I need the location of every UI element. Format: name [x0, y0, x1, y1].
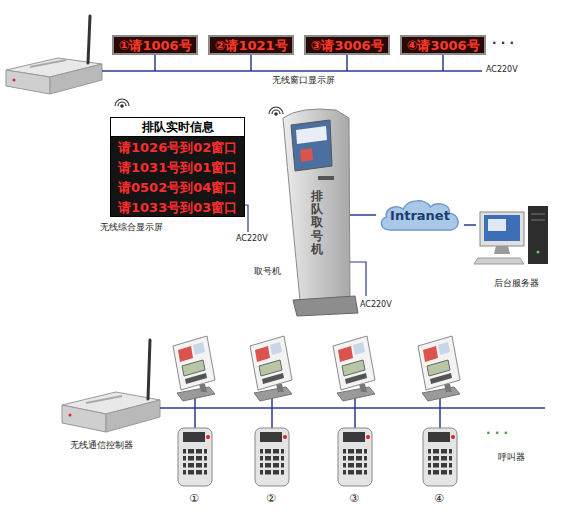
- antenna: [148, 340, 150, 399]
- monitor-screen: [484, 215, 520, 241]
- caller-device: [338, 428, 372, 486]
- callout-number: ②: [266, 492, 276, 505]
- controller-led: [13, 79, 16, 82]
- wifi-dot: [120, 104, 124, 108]
- caller-device: [178, 428, 212, 486]
- callout-number: ③: [349, 492, 359, 505]
- window-display: ④请3006号: [400, 35, 486, 55]
- kiosk-screen-panel: [296, 126, 327, 144]
- tower-slot: [531, 220, 545, 221]
- wifi-arc: [118, 102, 126, 106]
- server-illustration: [474, 206, 548, 264]
- board-row: 请1033号到03窗口: [111, 197, 244, 217]
- kiosk-label: 排队取号机: [311, 190, 323, 256]
- wifi-icon: [115, 99, 129, 108]
- controller-front: [62, 405, 106, 432]
- annotation-label: · · ·: [486, 426, 508, 440]
- annotation-label: 无线窗口显示屏: [272, 75, 335, 86]
- kiosk-screen-button: [300, 148, 313, 162]
- annotation-label: 呼叫器: [498, 452, 525, 463]
- server-tower: [528, 206, 548, 264]
- annotation-label: AC220V: [236, 234, 268, 244]
- monitor-stand: [494, 246, 510, 254]
- callout-number: ①: [189, 492, 199, 505]
- window-display: ②请1021号: [208, 35, 294, 55]
- wifi-arc: [115, 99, 129, 106]
- bus-line: [102, 70, 482, 72]
- evaluator-device: [173, 336, 215, 428]
- evaluator-device: [333, 336, 375, 428]
- caller-device: [255, 428, 289, 486]
- board-heading: 排队实时信息: [111, 118, 244, 137]
- board-row: 请1031号到01窗口: [111, 157, 244, 177]
- bus-line: [160, 407, 545, 409]
- kiosk-screen: [291, 120, 332, 171]
- annotation-label: 无线综合显示屏: [100, 222, 163, 233]
- annotation-label: AC220V: [486, 65, 518, 75]
- network-label: Intranet: [390, 196, 450, 236]
- display-text: ④请3006号: [406, 38, 479, 54]
- caller-device: [423, 428, 457, 486]
- kiosk-body: [283, 109, 350, 300]
- ticket-kiosk: 排队取号机: [283, 110, 350, 300]
- keyboard: [474, 258, 524, 264]
- display-text: ①请1006号: [118, 38, 191, 54]
- drop-line: [154, 55, 156, 71]
- wifi-arc: [272, 110, 280, 114]
- wifi-arc: [269, 107, 283, 114]
- tower-led: [537, 251, 540, 254]
- annotation-label: · · ·: [492, 36, 514, 50]
- monitor-window: [488, 219, 506, 231]
- network-cloud: Intranet: [376, 196, 464, 236]
- server-computer: 后台服务器: [476, 205, 556, 290]
- annotation-label: 取号机: [254, 266, 281, 277]
- annotation-label: 无线通信控制器: [70, 440, 133, 451]
- board-row: 请0502号到04窗口: [111, 177, 244, 197]
- wireless-controller: [6, 16, 102, 94]
- display-text: ③请3006号: [310, 38, 383, 54]
- kiosk-base: [293, 296, 358, 316]
- controller-marking: [30, 60, 66, 67]
- wifi-icon: [269, 107, 283, 116]
- queue-message: 请1026号到02窗口: [118, 138, 237, 158]
- annotation-label: AC220V: [360, 300, 392, 310]
- controller-marking: [86, 396, 122, 403]
- antenna: [88, 16, 90, 63]
- wireless-controller: [62, 340, 160, 432]
- evaluator-device: [418, 336, 460, 428]
- kiosk-illustration: [283, 109, 366, 316]
- window-display: ③请3006号: [304, 35, 390, 55]
- queue-message: 请1033号到03窗口: [118, 198, 237, 218]
- drop-line: [346, 55, 348, 71]
- window-display: ①请1006号: [112, 35, 198, 55]
- power-cord: [350, 262, 366, 296]
- callout-number: ④: [434, 492, 444, 505]
- monitor-bezel: [480, 212, 524, 246]
- queue-message: 请0502号到04窗口: [118, 178, 237, 198]
- queue-message: 请1031号到01窗口: [118, 158, 237, 178]
- tower-slot: [531, 214, 545, 215]
- drop-line: [250, 55, 252, 71]
- controller-led: [69, 414, 72, 417]
- ticket-slot: [318, 176, 334, 180]
- info-board: 排队实时信息请1026号到02窗口请1031号到01窗口请0502号到04窗口请…: [110, 117, 245, 217]
- server-label: 后台服务器: [494, 277, 539, 290]
- network-link: [464, 224, 476, 226]
- evaluator-device: [250, 336, 292, 428]
- controller-side: [50, 64, 102, 94]
- board-row: 请1026号到02窗口: [111, 137, 244, 157]
- network-link: [350, 214, 376, 216]
- display-text: ②请1021号: [214, 38, 287, 54]
- drop-line: [442, 55, 444, 71]
- controller-side: [106, 400, 160, 432]
- controller-front: [6, 70, 50, 94]
- wifi-dot: [274, 112, 278, 116]
